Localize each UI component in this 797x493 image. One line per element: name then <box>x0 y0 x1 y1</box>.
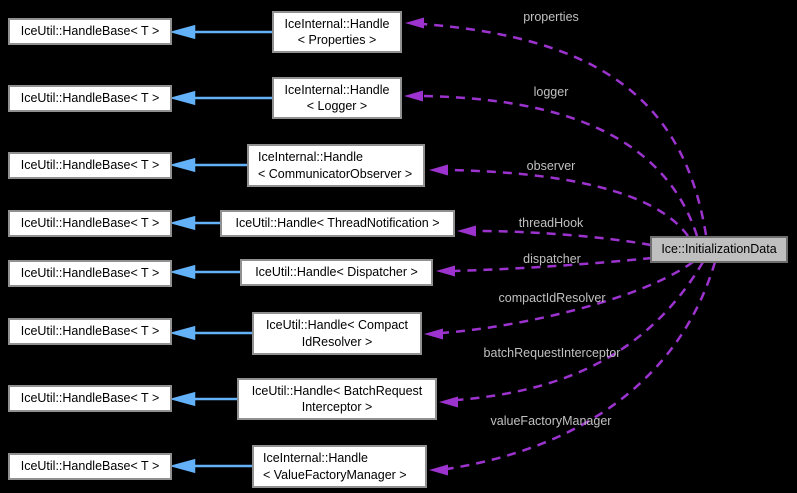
usage-edge-properties <box>422 22 708 236</box>
usage-edge-threadHook <box>474 229 652 247</box>
node-label-line1: IceUtil::Handle< BatchRequest <box>251 383 423 398</box>
usage-arrowhead-dispatcher <box>436 265 455 277</box>
inheritance-arrowhead-5 <box>169 325 196 341</box>
node-handlebase-7[interactable]: IceUtil::HandleBase< T > <box>8 453 172 480</box>
usage-arrowhead-properties <box>405 17 424 29</box>
inheritance-arrowhead-1 <box>169 90 196 106</box>
node-handlebase-3[interactable]: IceUtil::HandleBase< T > <box>8 210 172 237</box>
usage-arrowhead-observer <box>429 164 448 176</box>
node-handlebase-5[interactable]: IceUtil::HandleBase< T > <box>8 318 172 345</box>
node-label-line2: < ValueFactoryManager > <box>263 467 407 482</box>
node-handlebase-4[interactable]: IceUtil::HandleBase< T > <box>8 260 172 287</box>
node-label-line1: IceInternal::Handle <box>263 451 368 466</box>
usage-arrowhead-batchRequestInterceptor <box>439 396 458 408</box>
node-label: IceUtil::HandleBase< T > <box>20 216 160 231</box>
node-label: IceUtil::HandleBase< T > <box>20 324 160 339</box>
edge-label-threadhook: threadHook <box>518 216 584 230</box>
inheritance-arrowhead-6 <box>169 391 196 407</box>
inheritance-arrowhead-7 <box>169 458 196 474</box>
node-handle-logger[interactable]: IceInternal::Handle < Logger > <box>272 77 402 119</box>
node-label-line2: IdResolver > <box>301 334 373 349</box>
node-label-line2: Interceptor > <box>301 400 373 414</box>
node-label-line2: < Logger > <box>306 99 368 113</box>
node-handle-valuefactorymanager[interactable]: IceInternal::Handle < ValueFactoryManage… <box>252 445 427 488</box>
node-handle-communicatorobserver[interactable]: IceInternal::Handle < CommunicatorObserv… <box>247 144 425 187</box>
usage-edge-compactIdResolver <box>441 260 694 335</box>
edge-label-compactidresolver: compactIdResolver <box>498 291 606 305</box>
node-handle-dispatcher[interactable]: IceUtil::Handle< Dispatcher > <box>240 259 433 286</box>
node-label-line1: IceUtil::Handle< Compact <box>265 318 409 333</box>
edge-label-observer: observer <box>526 159 576 173</box>
usage-arrowhead-valueFactoryManager <box>429 464 448 476</box>
node-handle-compactidresolver[interactable]: IceUtil::Handle< Compact IdResolver > <box>252 312 422 355</box>
node-label: IceUtil::HandleBase< T > <box>20 459 160 474</box>
inheritance-arrowhead-4 <box>169 264 196 280</box>
usage-edge-batchRequestInterceptor <box>456 261 705 402</box>
node-handlebase-2[interactable]: IceUtil::HandleBase< T > <box>8 152 172 179</box>
usage-edge-valueFactoryManager <box>446 261 717 471</box>
node-handlebase-6[interactable]: IceUtil::HandleBase< T > <box>8 385 172 412</box>
node-label: IceUtil::HandleBase< T > <box>20 24 160 39</box>
edge-label-logger: logger <box>533 85 569 99</box>
node-handle-properties[interactable]: IceInternal::Handle < Properties > <box>272 11 402 53</box>
node-label-line2: < Properties > <box>297 33 377 47</box>
usage-arrowhead-compactIdResolver <box>424 328 443 340</box>
usage-arrowhead-threadHook <box>457 225 476 237</box>
node-label-line1: IceInternal::Handle <box>284 16 390 31</box>
node-label: IceUtil::Handle< ThreadNotification > <box>235 216 440 231</box>
edge-label-batchrequestinterceptor: batchRequestInterceptor <box>483 346 621 360</box>
edge-label-dispatcher: dispatcher <box>523 252 581 266</box>
usage-arrowhead-logger <box>404 90 423 102</box>
usage-edge-logger <box>421 94 699 237</box>
node-label: IceUtil::Handle< Dispatcher > <box>255 265 418 280</box>
node-handle-threadnotification[interactable]: IceUtil::Handle< ThreadNotification > <box>220 210 455 237</box>
node-handlebase-0[interactable]: IceUtil::HandleBase< T > <box>8 18 172 45</box>
node-initializationdata[interactable]: Ice::InitializationData <box>650 236 788 263</box>
node-handle-batchrequestinterceptor[interactable]: IceUtil::Handle< BatchRequest Intercepto… <box>237 378 437 420</box>
usage-arrowheads <box>404 17 476 476</box>
node-label: Ice::InitializationData <box>661 242 777 257</box>
node-label: IceUtil::HandleBase< T > <box>20 266 160 281</box>
edge-label-valuefactorymanager: valueFactoryManager <box>490 414 612 428</box>
inheritance-arrowhead-3 <box>169 215 196 231</box>
inheritance-edges <box>169 24 272 474</box>
node-label: IceUtil::HandleBase< T > <box>20 91 160 106</box>
usage-edge-observer <box>446 168 690 237</box>
node-label-line1: IceInternal::Handle <box>284 82 390 97</box>
node-label-line2: < CommunicatorObserver > <box>258 166 413 181</box>
inheritance-arrowhead-0 <box>169 24 196 40</box>
node-handlebase-1[interactable]: IceUtil::HandleBase< T > <box>8 85 172 112</box>
usage-edge-dispatcher <box>453 256 653 273</box>
usage-edges <box>421 22 717 471</box>
node-label: IceUtil::HandleBase< T > <box>20 391 160 406</box>
node-label: IceUtil::HandleBase< T > <box>20 158 160 173</box>
node-label-line1: IceInternal::Handle <box>258 150 363 165</box>
inheritance-arrowhead-2 <box>169 157 196 173</box>
edge-label-properties: properties <box>523 10 579 24</box>
